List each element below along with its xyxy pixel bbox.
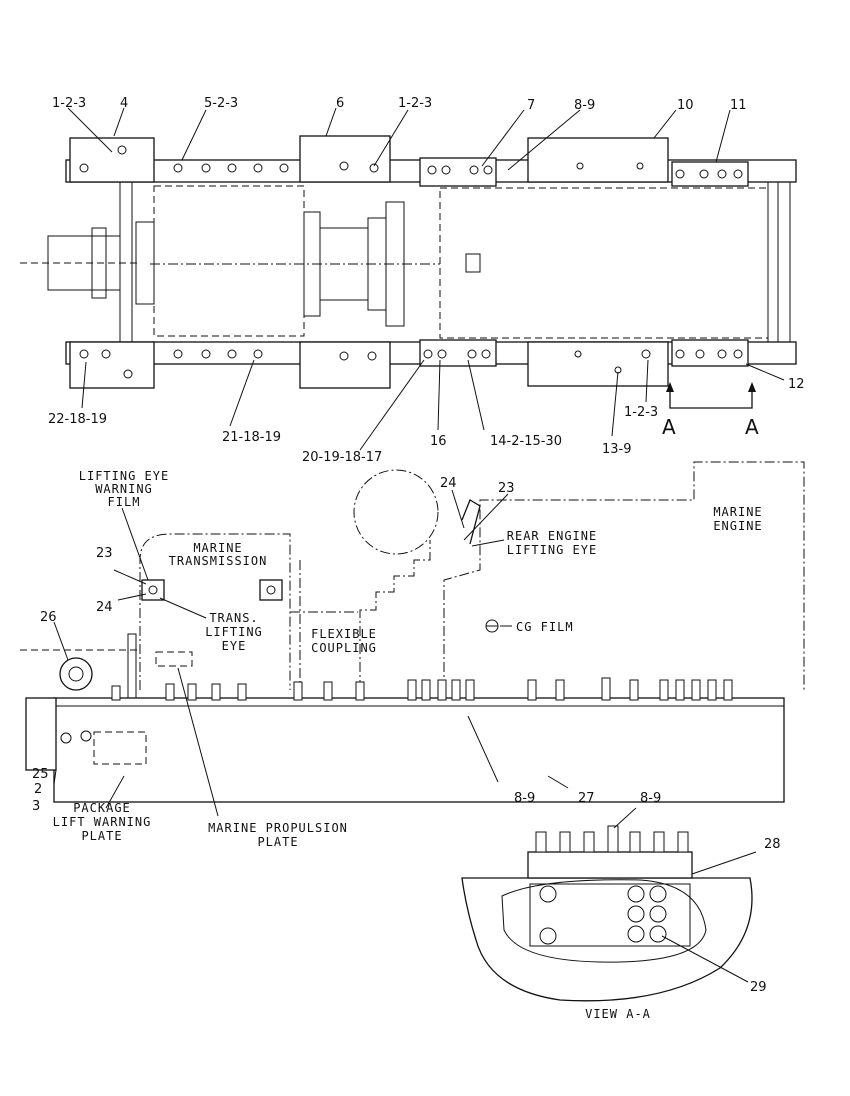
callout-27: 27 [578, 791, 595, 806]
label-trans-lifting-eye-2: LIFTING [205, 625, 263, 639]
callout-3: 3 [32, 799, 40, 814]
callout-10: 10 [677, 98, 694, 113]
callout-25: 25 [32, 767, 49, 782]
side-view-leaders [53, 489, 569, 817]
callout-14-2-15-30: 14-2-15-30 [490, 434, 562, 449]
label-trans-lifting-eye-3: EYE [222, 639, 247, 653]
side-mount-bolts [111, 677, 733, 701]
callout-22-18-19: 22-18-19 [48, 412, 107, 427]
callout-1-2-3-b: 1-2-3 [398, 96, 432, 111]
callout-5-2-3: 5-2-3 [204, 96, 238, 111]
label-package-lift-warning-plate-2: LIFT WARNING [53, 815, 152, 829]
label-trans-lifting-eye-1: TRANS. [209, 611, 258, 625]
callout-12: 12 [788, 377, 805, 392]
label-marine-propulsion-plate-2: PLATE [257, 835, 298, 849]
top-view [20, 107, 797, 451]
label-cg-film: CG FILM [516, 620, 574, 634]
callout-24-a: 24 [440, 476, 457, 491]
section-marker-a-left: A [662, 415, 676, 439]
side-view [20, 461, 805, 817]
label-package-lift-warning-plate-1: PACKAGE [73, 801, 131, 815]
callout-21-18-19: 21-18-19 [222, 430, 281, 445]
callouts: 1-2-3 4 5-2-3 6 1-2-3 7 8-9 10 11 12 22-… [32, 96, 805, 995]
label-view-a-a: VIEW A-A [585, 1007, 651, 1021]
label-marine-engine-1: MARINE [713, 505, 762, 519]
label-lifting-eye-warning-film-2: WARNING [95, 482, 153, 496]
callout-23-b: 23 [96, 546, 113, 561]
callout-23-a: 23 [498, 481, 515, 496]
callout-11: 11 [730, 98, 747, 113]
top-view-leaders [67, 107, 785, 451]
label-marine-transmission-1: MARINE [193, 541, 242, 555]
callout-20-19-18-17: 20-19-18-17 [302, 450, 382, 465]
view-a-a [461, 807, 757, 1002]
bottom-rail-bolts [79, 349, 743, 379]
label-package-lift-warning-plate-3: PLATE [81, 829, 122, 843]
callout-8-9-a: 8-9 [574, 98, 595, 113]
callout-1-2-3-a: 1-2-3 [52, 96, 86, 111]
label-flexible-coupling-2: COUPLING [311, 641, 377, 655]
label-marine-propulsion-plate-1: MARINE PROPULSION [208, 821, 348, 835]
callout-16: 16 [430, 434, 447, 449]
label-lifting-eye-warning-film-3: FILM [108, 495, 141, 509]
label-lifting-eye-warning-film-1: LIFTING EYE [79, 469, 169, 483]
top-rail-bolts [79, 145, 743, 179]
label-rear-engine-lifting-eye-2: LIFTING EYE [507, 543, 597, 557]
section-marker-a-right: A [745, 415, 759, 439]
callout-13-9: 13-9 [602, 442, 632, 457]
callout-1-2-3-c: 1-2-3 [624, 405, 658, 420]
callout-24-b: 24 [96, 600, 113, 615]
callout-6: 6 [336, 96, 344, 111]
callout-8-9-c: 8-9 [640, 791, 661, 806]
callout-7: 7 [527, 98, 535, 113]
label-marine-transmission-2: TRANSMISSION [169, 554, 268, 568]
callout-8-9-b: 8-9 [514, 791, 535, 806]
label-flexible-coupling-1: FLEXIBLE [311, 627, 377, 641]
callout-4: 4 [120, 96, 128, 111]
callout-2: 2 [34, 782, 42, 797]
label-marine-engine-2: ENGINE [713, 519, 762, 533]
callout-29: 29 [750, 980, 767, 995]
callout-26: 26 [40, 610, 57, 625]
label-rear-engine-lifting-eye-1: REAR ENGINE [507, 529, 597, 543]
callout-28: 28 [764, 837, 781, 852]
descriptive-labels: LIFTING EYE WARNING FILM MARINE TRANSMIS… [53, 469, 762, 1021]
